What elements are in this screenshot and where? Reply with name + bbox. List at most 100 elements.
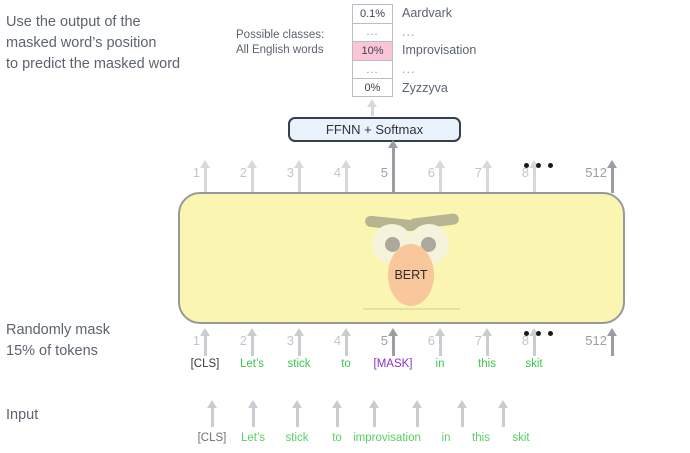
input-arrow-4	[331, 400, 343, 427]
mouth-icon	[363, 308, 460, 310]
arrow-ffnn-to-table	[367, 99, 378, 116]
prediction-probability: ...	[352, 59, 393, 79]
arrow-shaft	[250, 167, 254, 193]
masked-arrow-512	[606, 328, 618, 356]
masked-arrow-4	[340, 328, 352, 356]
arrow-head-icon	[434, 160, 445, 168]
masked-token-label: in	[435, 358, 445, 370]
input-token-label: skit	[512, 432, 530, 444]
output-arrow-8	[528, 160, 540, 193]
arrow-head-icon	[340, 328, 351, 336]
masked-arrow-1	[199, 328, 211, 356]
arrow-head-icon	[199, 328, 210, 336]
arrow-head-icon	[206, 400, 217, 408]
prediction-row: 0% Zyzzyva	[352, 78, 517, 97]
arrow-shaft	[610, 335, 614, 356]
prediction-probability: 0%	[352, 78, 393, 97]
input-token-label: improvisation	[353, 432, 421, 444]
arrow-shaft	[297, 167, 301, 193]
prediction-probability: 0.1%	[352, 4, 393, 23]
input-arrow-8	[497, 400, 509, 427]
arrow-shaft	[532, 167, 536, 193]
masked-arrow-7	[481, 328, 493, 356]
caption-random-mask: Randomly mask 15% of tokens	[6, 322, 110, 359]
input-token-label: Let’s	[240, 432, 266, 444]
output-index-8: 8	[521, 165, 529, 180]
prediction-probability: ...	[352, 22, 393, 42]
output-arrow-3	[293, 160, 305, 193]
arrow-shaft	[372, 407, 376, 427]
arrow-shaft	[250, 335, 254, 356]
arrow-head-icon	[528, 328, 539, 336]
masked-index-7: 7	[474, 333, 482, 348]
input-arrow-2	[247, 400, 259, 427]
arrow-head-icon	[387, 140, 398, 148]
input-token-label: in	[441, 432, 451, 444]
input-arrow-3	[291, 400, 303, 427]
masked-arrow-3	[293, 328, 305, 356]
masked-token-label: Let’s	[239, 358, 265, 370]
ffnn-softmax-box[interactable]: FFNN + Softmax	[288, 117, 461, 142]
arrow-head-icon	[368, 400, 379, 408]
arrow-head-icon	[340, 160, 351, 168]
prediction-row: 0.1%Aardvark	[352, 4, 517, 23]
output-arrow-6	[434, 160, 446, 193]
caption-output-explanation: Use the output of the masked word’s posi…	[6, 14, 181, 72]
output-arrow-1	[199, 160, 211, 193]
arrow-head-icon	[291, 400, 302, 408]
masked-index-4: 4	[333, 333, 341, 348]
possible-classes-note: Possible classes: All English words	[236, 28, 356, 58]
input-token-label: to	[332, 432, 342, 444]
masked-arrow-2	[246, 328, 258, 356]
arrow-shaft	[532, 335, 536, 356]
pupil-right-icon	[421, 237, 436, 252]
arrow-head-icon	[247, 400, 258, 408]
output-arrow-512	[606, 160, 618, 193]
prediction-class-label: ...	[402, 62, 416, 77]
arrow-shaft	[344, 167, 348, 193]
arrow-head-icon	[293, 160, 304, 168]
prediction-table: 0.1%Aardvark......10%Improvisation......…	[352, 4, 517, 97]
prediction-class-label: Improvisation	[402, 43, 477, 58]
arrow-head-icon	[331, 400, 342, 408]
arrow-head-icon	[411, 400, 422, 408]
prediction-class-label: ...	[402, 24, 416, 39]
arrow-head-icon	[481, 160, 492, 168]
arrow-shaft	[335, 407, 339, 427]
output-arrow-7	[481, 160, 493, 193]
arrow-shaft	[297, 335, 301, 356]
input-arrow-7	[456, 400, 468, 427]
arrow-head-icon	[456, 400, 467, 408]
prediction-class-label: Zyzzyva	[402, 80, 448, 95]
masked-arrow-6	[434, 328, 446, 356]
output-arrow-2	[246, 160, 258, 193]
masked-index-2: 2	[239, 333, 247, 348]
arrow-shaft	[210, 407, 214, 427]
masked-index-8: 8	[521, 333, 529, 348]
bert-mascot-face: BERT	[355, 206, 467, 318]
output-index-512: 512	[585, 165, 607, 180]
arrow-shaft	[203, 167, 207, 193]
arrow-shaft	[344, 335, 348, 356]
output-index-5: 5	[380, 165, 388, 180]
output-index-4: 4	[333, 165, 341, 180]
arrow-shaft	[610, 167, 614, 193]
caption-input: Input	[6, 407, 39, 423]
arrow-head-icon	[246, 160, 257, 168]
masked-token-label: to	[341, 358, 351, 370]
possible-classes-line1: Possible classes:	[236, 29, 325, 41]
prediction-probability: 10%	[352, 41, 393, 60]
arrow-shaft	[501, 407, 505, 427]
arrow-head-icon	[481, 328, 492, 336]
arrow-shaft	[251, 407, 255, 427]
masked-index-3: 3	[286, 333, 294, 348]
arrow-shaft	[485, 335, 489, 356]
masked-index-6: 6	[427, 333, 435, 348]
masked-token-label: skit	[525, 358, 543, 370]
input-arrow-1	[206, 400, 218, 427]
arrow-head-icon	[246, 328, 257, 336]
possible-classes-line2: All English words	[236, 44, 324, 56]
arrow-head-icon	[387, 328, 398, 336]
masked-arrow-5	[387, 328, 399, 356]
arrow-head-icon	[434, 328, 445, 336]
